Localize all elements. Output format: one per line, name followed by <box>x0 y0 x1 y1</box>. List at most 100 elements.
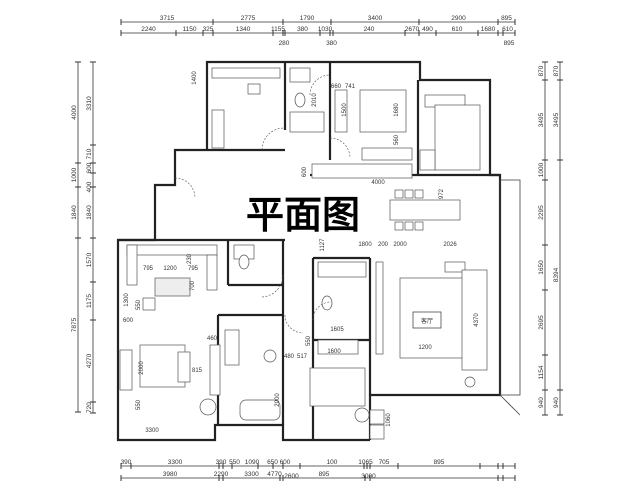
interior-dim-label: 2000 <box>275 393 281 407</box>
top-inner-dim-label-wrap: 610 <box>502 26 513 33</box>
top-inner-dim-label-wrap: 2670 <box>405 26 420 33</box>
bottom-inner-dim-label: 705 <box>379 459 390 466</box>
left-outer-dim-label: 7875 <box>71 317 78 332</box>
top-inner-dim-label: 325 <box>203 26 214 33</box>
bottom-inner-dim-label: 1090 <box>245 459 260 466</box>
interior-dim-label: 550 <box>136 299 142 310</box>
left-inner-dim-label-wrap: 600 <box>86 162 93 173</box>
interior-dim-label: 4000 <box>371 180 385 186</box>
interior-dim-label-wrap: 517 <box>297 354 308 360</box>
top-outer-dim-label-wrap: 2775 <box>241 15 256 22</box>
top-inner-dim-label: 1150 <box>183 26 197 33</box>
left-outer-dim-label-wrap: 1000 <box>71 167 78 182</box>
interior-dim-label: 3300 <box>145 428 159 434</box>
bottom-inner-dim-label-wrap: 3300 <box>168 459 183 466</box>
top-inner-dim-label-wrap: 325 <box>203 26 214 33</box>
top-inner-dim-label-wrap: 280 <box>279 40 290 47</box>
bottom-inner-dim-label-wrap: 2600 <box>284 473 299 480</box>
right-outer-dim-label: 870 <box>553 65 560 76</box>
bottom-inner-dim-label: 650 <box>267 459 278 466</box>
top-inner-dim-label-wrap: 1150 <box>183 26 197 33</box>
bottom-inner-dim-label-wrap: 390 <box>216 459 227 466</box>
interior-dim-label: 795 <box>188 266 199 272</box>
right-outer-dim-label-wrap: 8394 <box>553 267 560 282</box>
bottom-outer-dim-label-wrap: 3980 <box>163 471 178 478</box>
top-outer-dim-label: 895 <box>501 15 512 22</box>
interior-dim-label-wrap: 1600 <box>327 349 341 355</box>
interior-dim-label: 1200 <box>163 266 177 272</box>
interior-dim-label-wrap: 2000 <box>275 393 281 407</box>
interior-dim-label-wrap: 4000 <box>371 180 385 186</box>
right-inner-dim-label-wrap: 1650 <box>538 260 545 275</box>
top-inner-dim-label: 610 <box>502 26 513 33</box>
top-outer-dim-label: 2900 <box>451 15 466 22</box>
interior-dim-label: 1060 <box>386 413 392 427</box>
left-inner-dim-label: 1570 <box>86 252 93 267</box>
bottom-inner-dim-label-wrap: 895 <box>434 459 445 466</box>
left-outer-dim-label-wrap: 7875 <box>71 317 78 332</box>
top-outer-dim-label: 1790 <box>300 15 315 22</box>
bottom-inner-dim-label-wrap: 650 <box>267 459 278 466</box>
bottom-inner-dim-label: 2600 <box>284 473 299 480</box>
interior-dim-label-wrap: 600 <box>123 318 134 324</box>
left-outer-dim-label: 4000 <box>71 105 78 120</box>
top-inner-dim-label-wrap: 1155 <box>271 26 285 33</box>
interior-dim-label: 2000 <box>393 242 407 248</box>
left-inner-dim-label: 400 <box>86 181 93 192</box>
bottom-inner-dim-label: 895 <box>434 459 445 466</box>
top-inner-dim-label: 1155 <box>271 26 285 33</box>
bottom-outer-dim-label-wrap: 2290 <box>214 471 229 478</box>
bottom-inner-dim-label-wrap: 100 <box>327 459 338 466</box>
left-outer-dim-label-wrap: 1840 <box>71 205 78 220</box>
right-outer-dim-label: 8394 <box>553 267 560 282</box>
interior-dim-label: 972 <box>439 188 445 199</box>
bottom-outer-dim-label: 4770 <box>267 471 282 478</box>
furniture <box>119 67 488 440</box>
interior-dim-label: 480 <box>284 354 295 360</box>
left-inner-dim-label: 3310 <box>86 96 93 111</box>
right-outer-dim-label-wrap: 940 <box>553 397 560 408</box>
top-inner-dim-label: 240 <box>364 26 375 33</box>
left-outer-dim-label: 1000 <box>71 167 78 182</box>
bottom-inner-dim-label-wrap: 1065 <box>358 459 373 466</box>
bottom-outer-dim-label-wrap: 3300 <box>244 471 259 478</box>
interior-dim-label: 550 <box>306 335 312 346</box>
interior-dim-label: 1600 <box>327 349 341 355</box>
interior-dim-label-wrap: 1605 <box>330 327 344 333</box>
left-outer-dim-label-wrap: 4000 <box>71 105 78 120</box>
interior-dim-label: 700 <box>190 280 196 291</box>
interior-dim-label-wrap: 700 <box>190 280 196 291</box>
left-inner-dim-label: 720 <box>86 402 93 413</box>
interior-dim-label: 1680 <box>394 103 400 117</box>
left-inner-dim-label-wrap: 720 <box>86 402 93 413</box>
bottom-outer-dim-label-wrap: 895 <box>319 471 330 478</box>
interior-dim-label-wrap: 2026 <box>443 242 457 248</box>
bottom-outer-dim-label: 3980 <box>163 471 178 478</box>
right-inner-dim-label: 2295 <box>538 205 545 220</box>
left-inner-dim-label-wrap: 1570 <box>86 252 93 267</box>
interior-dim-label-wrap: 1127 <box>320 238 326 252</box>
bottom-inner-dim-label-wrap: 705 <box>379 459 390 466</box>
top-outer-dim-label: 3715 <box>160 15 175 22</box>
bottom-inner-dim-label-wrap: 600 <box>280 459 291 466</box>
right-inner-dim-label: 1000 <box>538 162 545 177</box>
interior-dim-label-wrap: 795 <box>188 266 199 272</box>
right-outer-dim-label-wrap: 870 <box>553 65 560 76</box>
interior-dim-label-wrap: 1200 <box>163 266 177 272</box>
top-inner-dim-label-wrap: 895 <box>504 40 515 47</box>
interior-dim-label: 560 <box>394 134 400 145</box>
bottom-outer-dim-label: 2290 <box>214 471 229 478</box>
bottom-outer-dim-label: 895 <box>319 471 330 478</box>
right-inner-dim-label-wrap: 2695 <box>538 315 545 330</box>
bottom-outer-dim-label: 3300 <box>244 471 259 478</box>
interior-dim-label-wrap: 1300 <box>124 293 130 307</box>
interior-dim-label-wrap: 550 <box>136 399 142 410</box>
bottom-inner-dim-label-wrap: 390 <box>121 459 132 466</box>
interior-dim-label-wrap: 550 <box>306 335 312 346</box>
top-inner-dim-label-wrap: 1340 <box>236 26 251 33</box>
top-inner-dim-label: 280 <box>279 40 290 47</box>
right-inner-dim-label: 940 <box>538 397 545 408</box>
top-outer-dim-label: 3400 <box>368 15 383 22</box>
interior-dim-label-wrap: 2000 <box>393 242 407 248</box>
